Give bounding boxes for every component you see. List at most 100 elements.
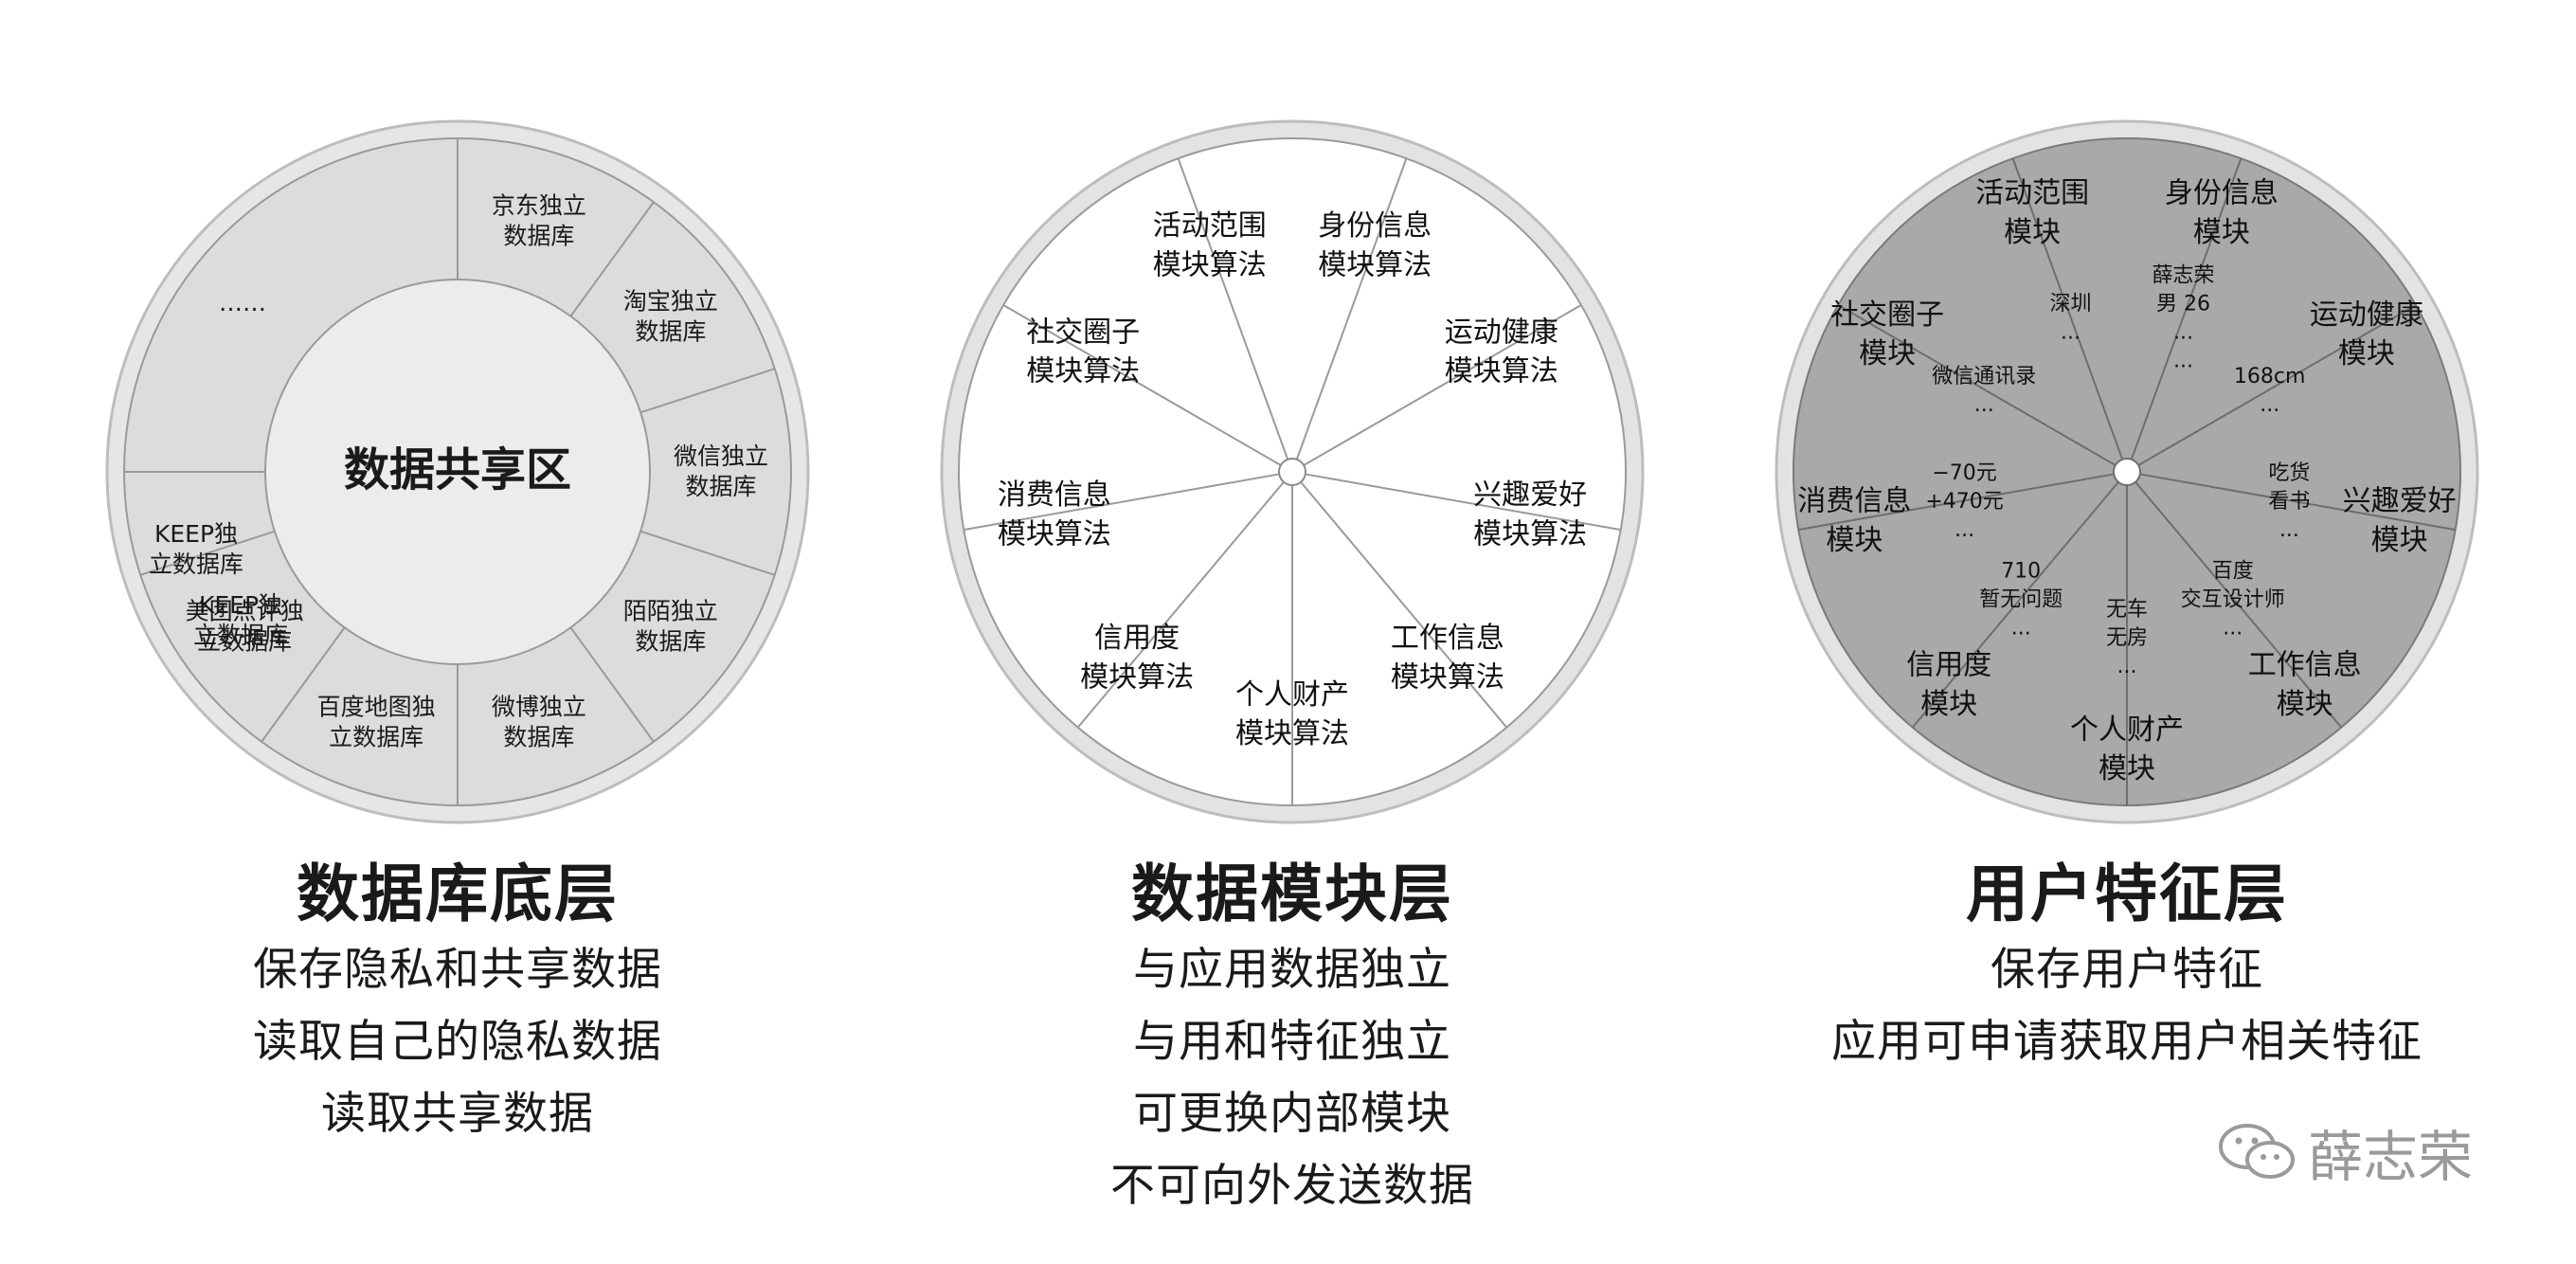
segment-divider (1295, 157, 1408, 460)
feature-value: 无房 (2106, 626, 2148, 650)
segment-divider (1798, 473, 2115, 532)
caption-line: 不可向外发送数据 (1110, 1160, 1474, 1212)
feature-value: ... (1974, 393, 1994, 417)
segment-divider (261, 626, 346, 743)
module-segment-label: 信用度 (1906, 649, 1991, 682)
shared-area-label: 数据共享区 (344, 443, 571, 497)
segment-divider (639, 530, 776, 576)
segment-divider (1002, 304, 1282, 466)
module-segment-label: 兴趣爱好 (2343, 485, 2457, 518)
module-segment-label: 模块 (2338, 337, 2395, 370)
database-segment-label: 立数据库 (197, 627, 292, 655)
feature-value: +470元 (1925, 490, 2003, 514)
module-segment-label: 运动健康 (1445, 316, 1558, 349)
segment-divider (964, 473, 1280, 532)
module-segment-label: 模块算法 (1080, 661, 1194, 695)
module-wheel: 身份信息模块算法运动健康模块算法兴趣爱好模块算法工作信息模块算法个人财产模块算法… (940, 119, 1645, 824)
segment-divider (569, 626, 655, 743)
database-segment-label: KEEP独 (199, 591, 282, 619)
module-segment-label: 社交圈子 (1026, 316, 1140, 349)
feature-value: ... (2117, 655, 2137, 678)
feature-value: 交互设计师 (2181, 587, 2285, 611)
module-segment-label: 模块 (1826, 524, 1882, 557)
feature-value: 无车 (2106, 598, 2148, 622)
segment-divider (1300, 481, 1508, 729)
feature-value: 看书 (2268, 490, 2310, 514)
caption-line: 保存隐私和共享数据 (253, 944, 662, 996)
database-segment-label: 百度地图独 (317, 693, 436, 720)
segment-divider (2135, 481, 2343, 729)
caption-line: 读取自己的隐私数据 (253, 1016, 662, 1068)
caption-line: 与用和特征独立 (1133, 1016, 1451, 1068)
database-segment-label: 京东独立 (492, 192, 586, 220)
module-segment-label: 模块 (1920, 688, 1977, 721)
feature-value: 百度 (2212, 559, 2254, 583)
module-segment-label: 工作信息 (2248, 649, 2362, 682)
module-segment-label: 模块算法 (1318, 249, 1432, 282)
feature-value: 微信通讯录 (1932, 365, 2036, 388)
segment-divider (1076, 481, 1285, 729)
feature-value: 薛志荣 (2152, 264, 2214, 288)
module-layer-title: 数据模块层 (1131, 858, 1453, 930)
database-segment-label: …… (219, 289, 266, 316)
feature-value: ... (2173, 350, 2193, 373)
module-segment-label: 模块算法 (1445, 355, 1558, 388)
module-segment-label: 模块 (2277, 688, 2333, 721)
feature-value: 710 (2001, 559, 2041, 583)
module-segment-label: 模块 (2004, 216, 2061, 249)
watermark-text: 薛志荣 (2308, 1125, 2474, 1189)
segment-divider (2130, 157, 2243, 460)
caption-line: 可更换内部模块 (1133, 1088, 1451, 1140)
feature-layer-title: 用户特征层 (1966, 858, 2288, 930)
segment-divider (1305, 473, 1621, 532)
segment-divider (569, 201, 655, 317)
segment-divider (1911, 481, 2119, 729)
feature-value: 吃货 (2268, 461, 2310, 485)
database-segment-label: 立数据库 (193, 622, 288, 649)
module-segment-label: 运动健康 (2310, 298, 2423, 332)
database-segment-label: 立数据库 (329, 723, 423, 750)
module-segment-label: 模块 (1859, 337, 1916, 370)
feature-value: −70元 (1932, 461, 1996, 485)
module-segment-label: 活动范围 (1975, 176, 2089, 209)
module-segment-label: 模块算法 (1026, 355, 1140, 388)
module-segment-label: 消费信息 (1797, 485, 1911, 518)
module-segment-label: 模块算法 (1153, 249, 1267, 282)
module-segment-label: 信用度 (1094, 622, 1180, 655)
segment-divider (1177, 157, 1289, 460)
database-segment-label: 数据库 (685, 473, 756, 500)
module-segment-label: 模块算法 (1473, 518, 1587, 551)
database-caption: 数据库底层 保存隐私和共享数据 读取自己的隐私数据 读取共享数据 (117, 858, 799, 1150)
module-segment-label: 消费信息 (998, 479, 1111, 512)
watermark: 薛志荣 (2217, 1112, 2473, 1192)
segment-divider (1303, 304, 1582, 466)
module-segment-label: 模块 (2371, 524, 2428, 557)
database-segment-label: 数据库 (635, 627, 706, 655)
caption-line: 应用可申请获取用户相关特征 (1831, 1016, 2423, 1068)
database-segment-label: 美团点评独 (186, 597, 304, 624)
segment-divider (2137, 304, 2417, 466)
caption-line: 保存用户特征 (1991, 944, 2263, 996)
module-segment-label: 兴趣爱好 (1473, 479, 1587, 512)
module-segment-label: 模块算法 (998, 518, 1111, 551)
module-segment-label: 社交圈子 (1830, 298, 1944, 332)
module-segment-label: 模块算法 (1391, 661, 1504, 695)
wechat-icon (2219, 1124, 2295, 1179)
module-caption: 数据模块层 与应用数据独立 与用和特征独立 可更换内部模块 不可向外发送数据 (951, 858, 1633, 1222)
feature-value: ... (2223, 616, 2243, 640)
module-segment-label: 模块算法 (1235, 717, 1349, 750)
database-segment-label: 数据库 (503, 223, 574, 250)
feature-value: ... (2011, 616, 2031, 640)
segment-divider (639, 368, 776, 414)
database-segment-label: 陌陌独立 (623, 597, 718, 624)
segment-divider (139, 530, 276, 576)
caption-line: 与应用数据独立 (1133, 944, 1451, 996)
feature-value: 168cm (2234, 365, 2306, 388)
segment-divider (1837, 304, 2117, 466)
module-segment-label: 模块 (2099, 752, 2155, 785)
database-segment-label: 淘宝独立 (623, 288, 718, 316)
module-segment-label: 工作信息 (1391, 622, 1504, 655)
database-segment-label: 数据库 (635, 318, 706, 346)
